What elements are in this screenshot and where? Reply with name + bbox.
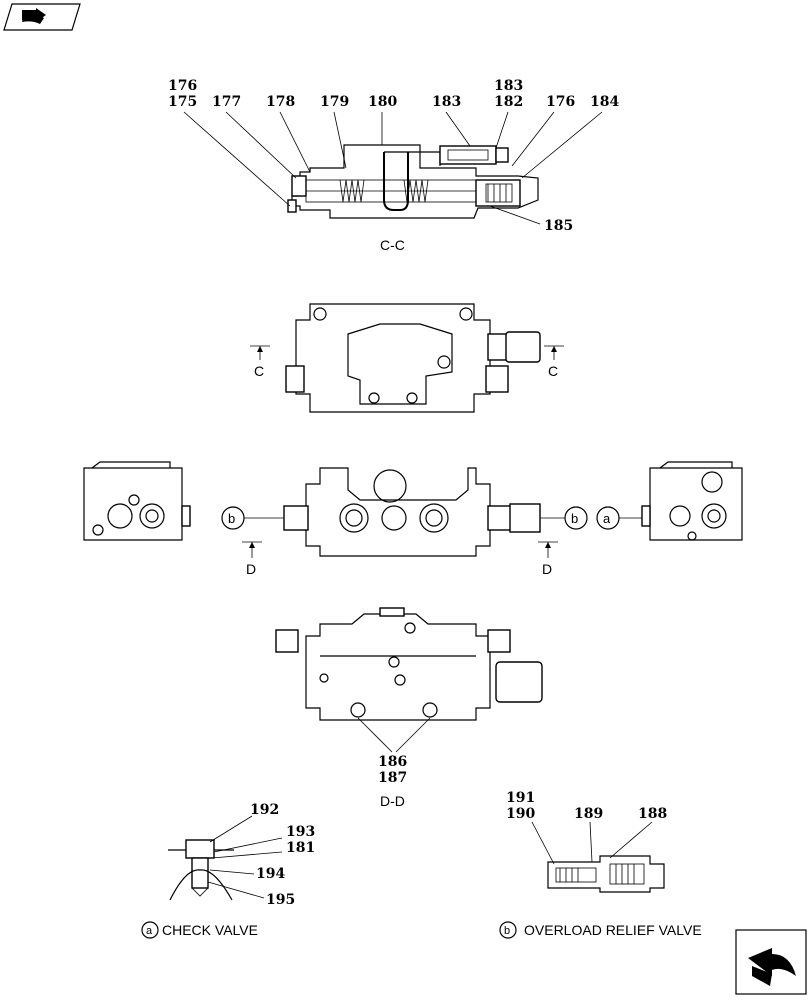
part-label-183: 183: [494, 78, 523, 94]
relief-valve-caption: OVERLOAD RELIEF VALVE: [524, 922, 702, 938]
marker-b-right: [540, 506, 588, 530]
part-label-184: 184: [590, 94, 619, 110]
marker-b-label: b: [228, 511, 235, 526]
section-cc-view: [183, 111, 603, 225]
relief-valve-marker-b-label: b: [504, 925, 510, 937]
part-label-189: 189: [574, 806, 603, 822]
valve-right-end-view: [641, 461, 743, 541]
part-label-176: 176: [546, 94, 575, 110]
part-label-195: 195: [266, 892, 295, 908]
part-label-188: 188: [638, 806, 667, 822]
check-valve-marker-a: [141, 921, 159, 939]
part-label-176: 176: [168, 78, 197, 94]
part-label-193: 193: [286, 824, 315, 840]
part-label-190: 190: [506, 806, 535, 822]
part-label-178: 178: [266, 94, 295, 110]
check-valve-detail: [168, 815, 283, 901]
relief-valve-marker-b: [499, 921, 517, 939]
part-label-185: 185: [544, 218, 573, 234]
part-label-194: 194: [256, 866, 285, 882]
section-marker-c: C: [548, 363, 558, 379]
part-label-192: 192: [250, 802, 279, 818]
marker-b-label: b: [571, 511, 578, 526]
part-label-181: 181: [286, 840, 315, 856]
valve-front-view: [283, 467, 541, 557]
part-label-186: 186: [378, 754, 407, 770]
section-dd-view: [275, 607, 543, 753]
part-label-179: 179: [320, 94, 349, 110]
part-label-175: 175: [168, 94, 197, 110]
part-label-177: 177: [212, 94, 241, 110]
section-marker-d: D: [246, 561, 256, 577]
marker-b-left: [221, 506, 284, 530]
section-title-dd: D-D: [380, 793, 405, 809]
section-d-markers: [242, 541, 558, 558]
section-marker-d: D: [542, 561, 552, 577]
check-valve-caption: CHECK VALVE: [162, 922, 258, 938]
part-label-182: 182: [494, 94, 523, 110]
valve-left-end-view: [83, 461, 191, 541]
next-page-arrow-icon[interactable]: [735, 929, 807, 995]
marker-a-label: a: [603, 511, 611, 526]
marker-a-right: [596, 506, 642, 530]
part-label-187: 187: [378, 770, 407, 786]
check-valve-marker-a-label: a: [146, 925, 153, 937]
part-label-180: 180: [368, 94, 397, 110]
book-arrow-icon[interactable]: [3, 3, 81, 31]
valve-top-view: [250, 303, 564, 413]
section-marker-c: C: [254, 363, 264, 379]
section-title-cc: C-C: [380, 237, 405, 253]
part-label-183: 183: [432, 94, 461, 110]
part-label-191: 191: [506, 790, 535, 806]
relief-valve-detail: [531, 821, 665, 893]
